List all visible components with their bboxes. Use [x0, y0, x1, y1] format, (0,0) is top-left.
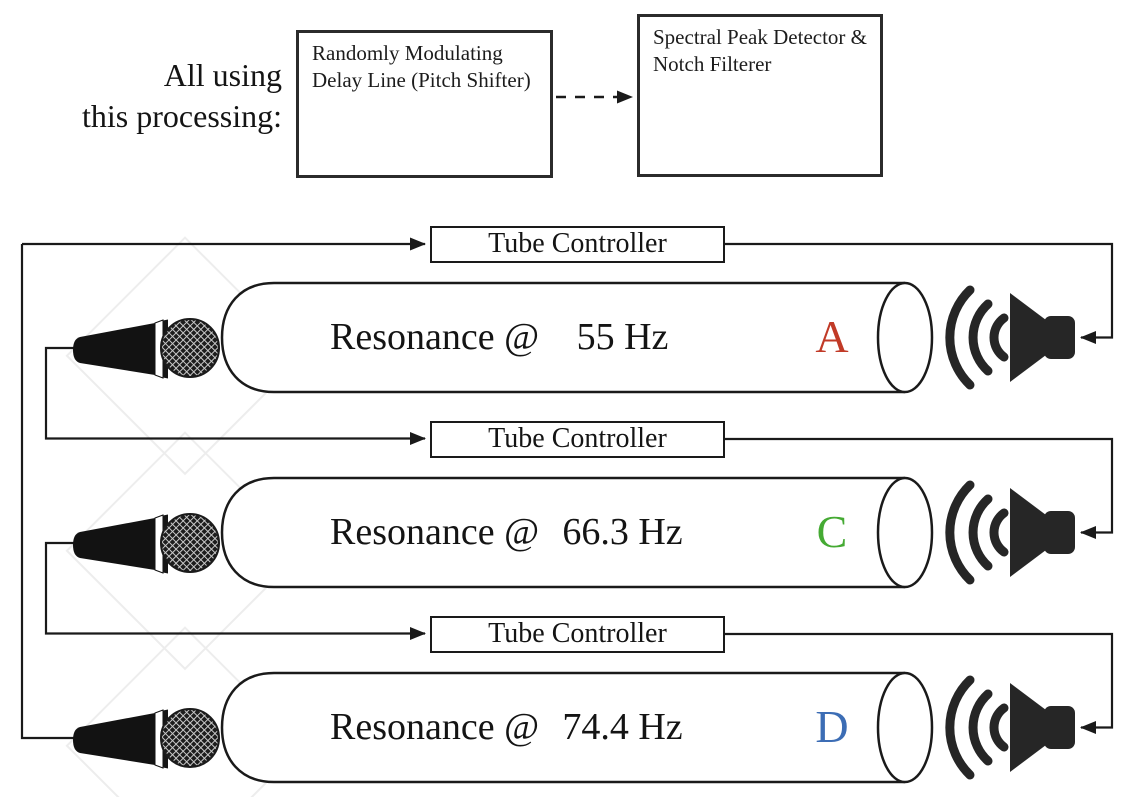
wire-controller3-to-speaker3 — [725, 632, 1114, 734]
tube-letter-2: C — [816, 506, 848, 557]
tube-controller-3: Tube Controller — [430, 616, 725, 653]
tube-controller-2-label: Tube Controller — [488, 423, 667, 454]
resonance-label-2: Resonance @ — [330, 511, 540, 553]
tube-letter-1: A — [815, 311, 849, 362]
tube-controller-2: Tube Controller — [430, 421, 725, 458]
wire-controller1-to-speaker1 — [725, 242, 1114, 344]
signal-wires — [20, 237, 1114, 740]
caption-line1: All using — [163, 57, 282, 93]
notch-filter-label: Spectral Peak Detector & Notch Filterer — [653, 25, 867, 76]
speaker-icon — [945, 675, 1075, 780]
notch-filter-box: Spectral Peak Detector & Notch Filterer — [637, 14, 883, 177]
tube-controller-1: Tube Controller — [430, 226, 725, 263]
wire-controller2-to-speaker2 — [725, 437, 1114, 539]
resonance-tube-c — [220, 476, 934, 589]
resonance-tube-a — [220, 281, 934, 394]
resonance-frequency-2: 66.3 Hz — [562, 511, 683, 553]
microphone-icon — [73, 513, 220, 574]
resonance-tube-d — [220, 671, 934, 784]
delay-line-box: Randomly Modulating Delay Line (Pitch Sh… — [296, 30, 553, 178]
resonance-label-3: Resonance @ — [330, 706, 540, 748]
microphone-icon — [73, 708, 220, 769]
wire-mic3-to-controller1 — [20, 244, 78, 740]
tube-controller-1-label: Tube Controller — [488, 228, 667, 259]
tube-controller-3-label: Tube Controller — [488, 618, 667, 649]
wire-mic2-to-controller3 — [44, 541, 426, 640]
resonance-frequency-3: 74.4 Hz — [562, 706, 683, 748]
speaker-icon — [945, 480, 1075, 585]
tube-open-end — [876, 476, 934, 589]
resonance-frequency-1: 55 Hz — [576, 316, 669, 358]
caption: All using this processing: — [20, 55, 282, 137]
tube-letter-3: D — [815, 701, 849, 752]
tube-open-end — [876, 281, 934, 394]
speaker-icon — [945, 285, 1075, 390]
resonance-label-1: Resonance @ — [330, 316, 540, 358]
microphone-icon — [73, 318, 220, 379]
delay-line-label: Randomly Modulating Delay Line (Pitch Sh… — [312, 41, 531, 92]
tube-open-end — [876, 671, 934, 784]
wire-mic1-to-controller2 — [44, 346, 426, 445]
caption-line2: this processing: — [82, 98, 282, 134]
